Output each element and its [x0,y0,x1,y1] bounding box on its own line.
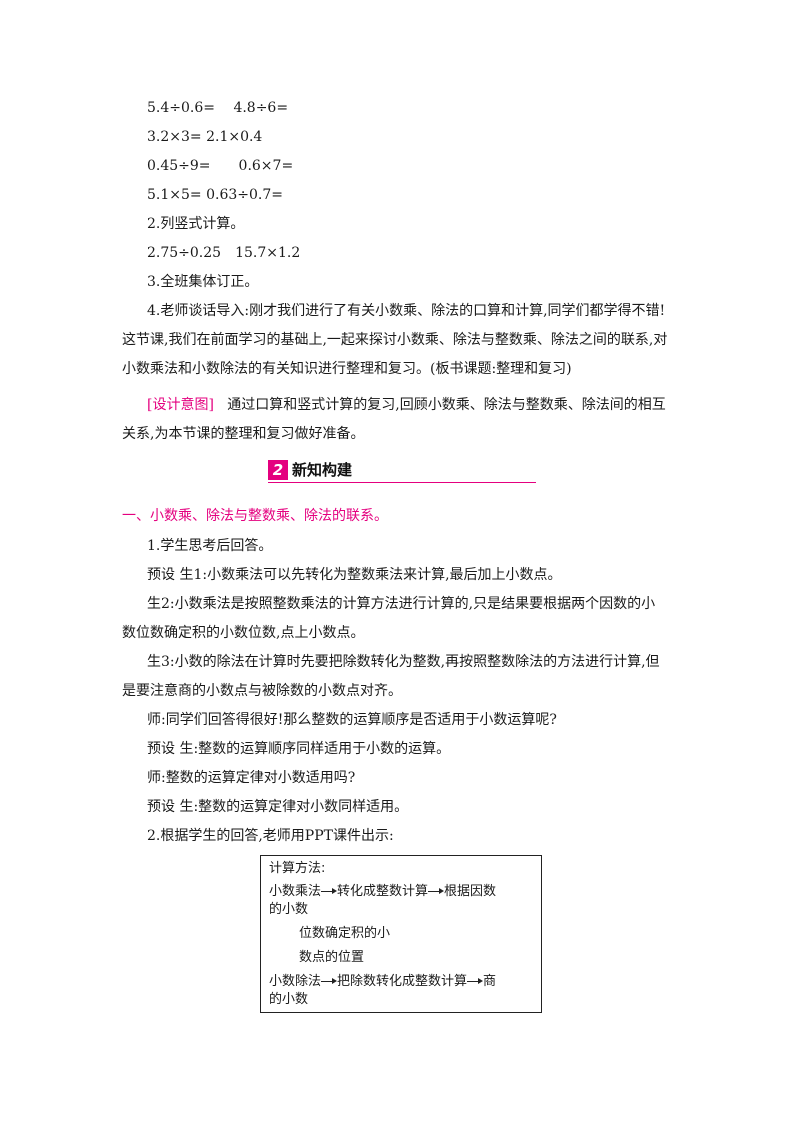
discussion-s1: 预设 生1:小数乘法可以先转化为整数乘法来计算,最后加上小数点。 [147,567,562,583]
method-mul-c: 根据因数 [444,884,497,899]
warmup-row-4: 5.1×5= 0.63÷0.7= [147,187,283,203]
method-div-b: 把除数转化成整数计算 [337,974,468,989]
design-intent-line-1: [设计意图] 通过口算和竖式计算的复习,回顾小数乘、除法与整数乘、除法间的相互 [147,395,666,415]
design-intent-text-1: 通过口算和竖式计算的复习,回顾小数乘、除法与整数乘、除法间的相互 [227,397,666,413]
method-mul-e: 位数确定积的小 [299,926,391,941]
discussion-s2-line-1: 生2:小数乘法是按照整数乘法的计算方法进行计算的,只是结果要根据两个因数的小 [147,596,656,612]
design-intent-tag: [设计意图] [147,397,214,413]
section-title: 新知构建 [292,461,353,479]
arrow-right-icon [467,977,484,987]
section-header: 2 新知构建 [268,458,536,484]
discussion-a2: 预设 生:整数的运算定律对小数同样适用。 [147,799,409,815]
discussion-s3-line-1: 生3:小数的除法在计算时先要把除数转化为整数,再按照整数除法的方法进行计算,但 [147,654,660,670]
vertical-calc: 2.75÷0.25 15.7×1.2 [147,245,301,261]
method-div-a: 小数除法 [269,974,322,989]
discussion-t2: 师:整数的运算定律对小数适用吗? [147,770,356,786]
section-underline [268,482,536,483]
warmup-row-1: 5.4÷0.6= 4.8÷6= [147,100,289,116]
item-4-line-2: 这节课,我们在前面学习的基础上,一起来探讨小数乘、除法与整数乘、除法之间的联系,… [122,332,668,348]
item-3: 3.全班集体订正。 [147,274,259,290]
method-mul-a: 小数乘法 [269,884,322,899]
method-mul-line: 小数乘法转化成整数计算根据因数 [269,883,496,901]
discussion-t1: 师:同学们回答得很好!那么整数的运算顺序是否适用于小数运算呢? [147,712,557,728]
arrow-right-icon [428,887,445,897]
method-mul-b: 转化成整数计算 [337,884,429,899]
method-title: 计算方法: [269,861,326,876]
item-2: 2.列竖式计算。 [147,216,245,232]
method-mul-d: 的小数 [269,902,309,917]
method-div-line: 小数除法把除数转化成整数计算商 [269,973,496,991]
design-intent-line-2: 关系,为本节课的整理和复习做好准备。 [122,426,365,442]
warmup-row-2: 3.2×3= 2.1×0.4 [147,129,263,145]
arrow-right-icon [321,977,338,987]
discussion-s3-line-2: 是要注意商的小数点与被除数的小数点对齐。 [122,683,402,699]
discussion-s2-line-2: 数位数确定积的小数位数,点上小数点。 [122,625,365,641]
part-1-heading: 一、小数乘、除法与整数乘、除法的联系。 [122,508,388,524]
item-4-line-1: 4.老师谈话导入:刚才我们进行了有关小数乘、除法的口算和计算,同学们都学得不错! [147,303,666,319]
discussion-q2: 2.根据学生的回答,老师用PPT课件出示: [147,828,394,844]
method-div-d: 的小数 [269,992,309,1007]
calculation-method-box: 计算方法: 小数乘法转化成整数计算根据因数 的小数 位数确定积的小 数点的位置 … [260,855,542,1013]
section-number-badge: 2 [268,460,288,480]
discussion-a1: 预设 生:整数的运算顺序同样适用于小数的运算。 [147,741,451,757]
method-div-c: 商 [483,974,497,989]
arrow-right-icon [321,887,338,897]
method-mul-f: 数点的位置 [299,950,365,965]
warmup-row-3: 0.45÷9= 0.6×7= [147,158,294,174]
discussion-q1: 1.学生思考后回答。 [147,538,273,554]
item-4-line-3: 小数乘法和小数除法的有关知识进行整理和复习。(板书课题:整理和复习) [122,361,572,377]
